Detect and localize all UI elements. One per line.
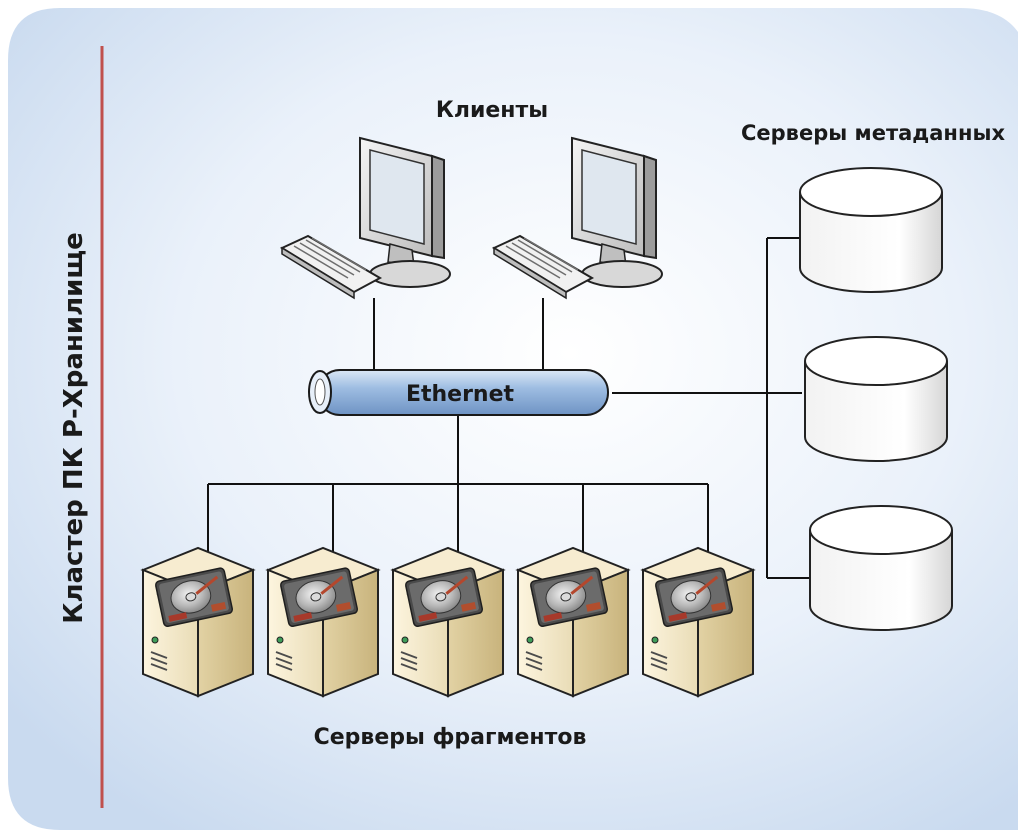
fragment-server-1 — [141, 546, 255, 698]
fragment-server-2 — [266, 546, 380, 698]
cluster-label: Кластер ПК Р-Хранилище — [59, 232, 89, 624]
metadata-server-1 — [799, 167, 943, 293]
cluster-panel — [8, 8, 1018, 830]
ethernet-bus — [308, 369, 609, 416]
clients-label: Клиенты — [436, 98, 548, 123]
fragment-server-4 — [516, 546, 630, 698]
metadata-server-2 — [804, 336, 948, 462]
metadata-servers-label: Серверы метаданных — [741, 121, 1005, 145]
fragment-server-5 — [641, 546, 755, 698]
ethernet-label: Ethernet — [406, 382, 515, 407]
metadata-server-3 — [809, 505, 953, 631]
network-links — [207, 237, 810, 579]
fragment-servers-label: Серверы фрагментов — [314, 725, 587, 750]
fragment-server-3 — [391, 546, 505, 698]
